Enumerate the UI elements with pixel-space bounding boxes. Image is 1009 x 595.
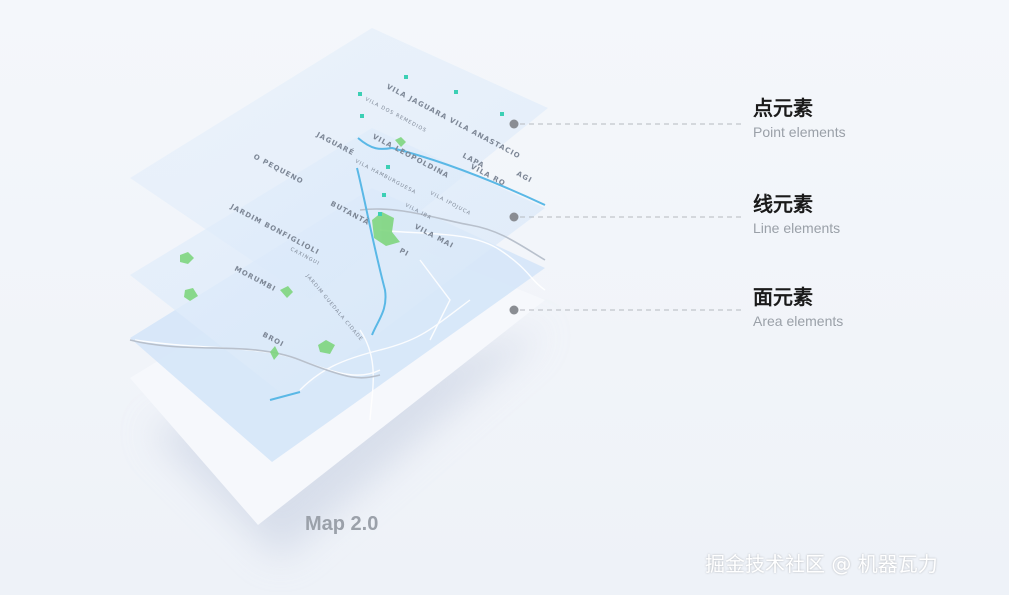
legend-subtitle: Point elements [753,124,846,140]
legend-area: 面元素 Area elements [753,285,843,329]
connectors [509,119,742,315]
legend-title: 面元素 [753,285,813,309]
legend-subtitle: Area elements [753,313,844,329]
connector-dot-area [509,305,519,315]
legend-title: 点元素 [753,96,813,120]
gray-roads [129,208,546,379]
watermark: 掘金技术社区 @ 机器瓦力 [705,552,938,576]
caption: Map 2.0 [305,513,379,535]
point-markers [358,75,504,216]
connector-dot-point [509,119,519,129]
water-lines [269,137,546,401]
green-areas [180,137,406,360]
legend-title: 线元素 [753,192,813,216]
legend-line: 线元素 Line elements [753,192,840,236]
connector-dot-line [509,212,519,222]
legend-subtitle: Line elements [753,220,841,236]
legend-point: 点元素 Point elements [753,96,846,140]
map-label: AGI [515,170,534,185]
point-layer [130,28,548,300]
map-label: PI [398,247,410,259]
